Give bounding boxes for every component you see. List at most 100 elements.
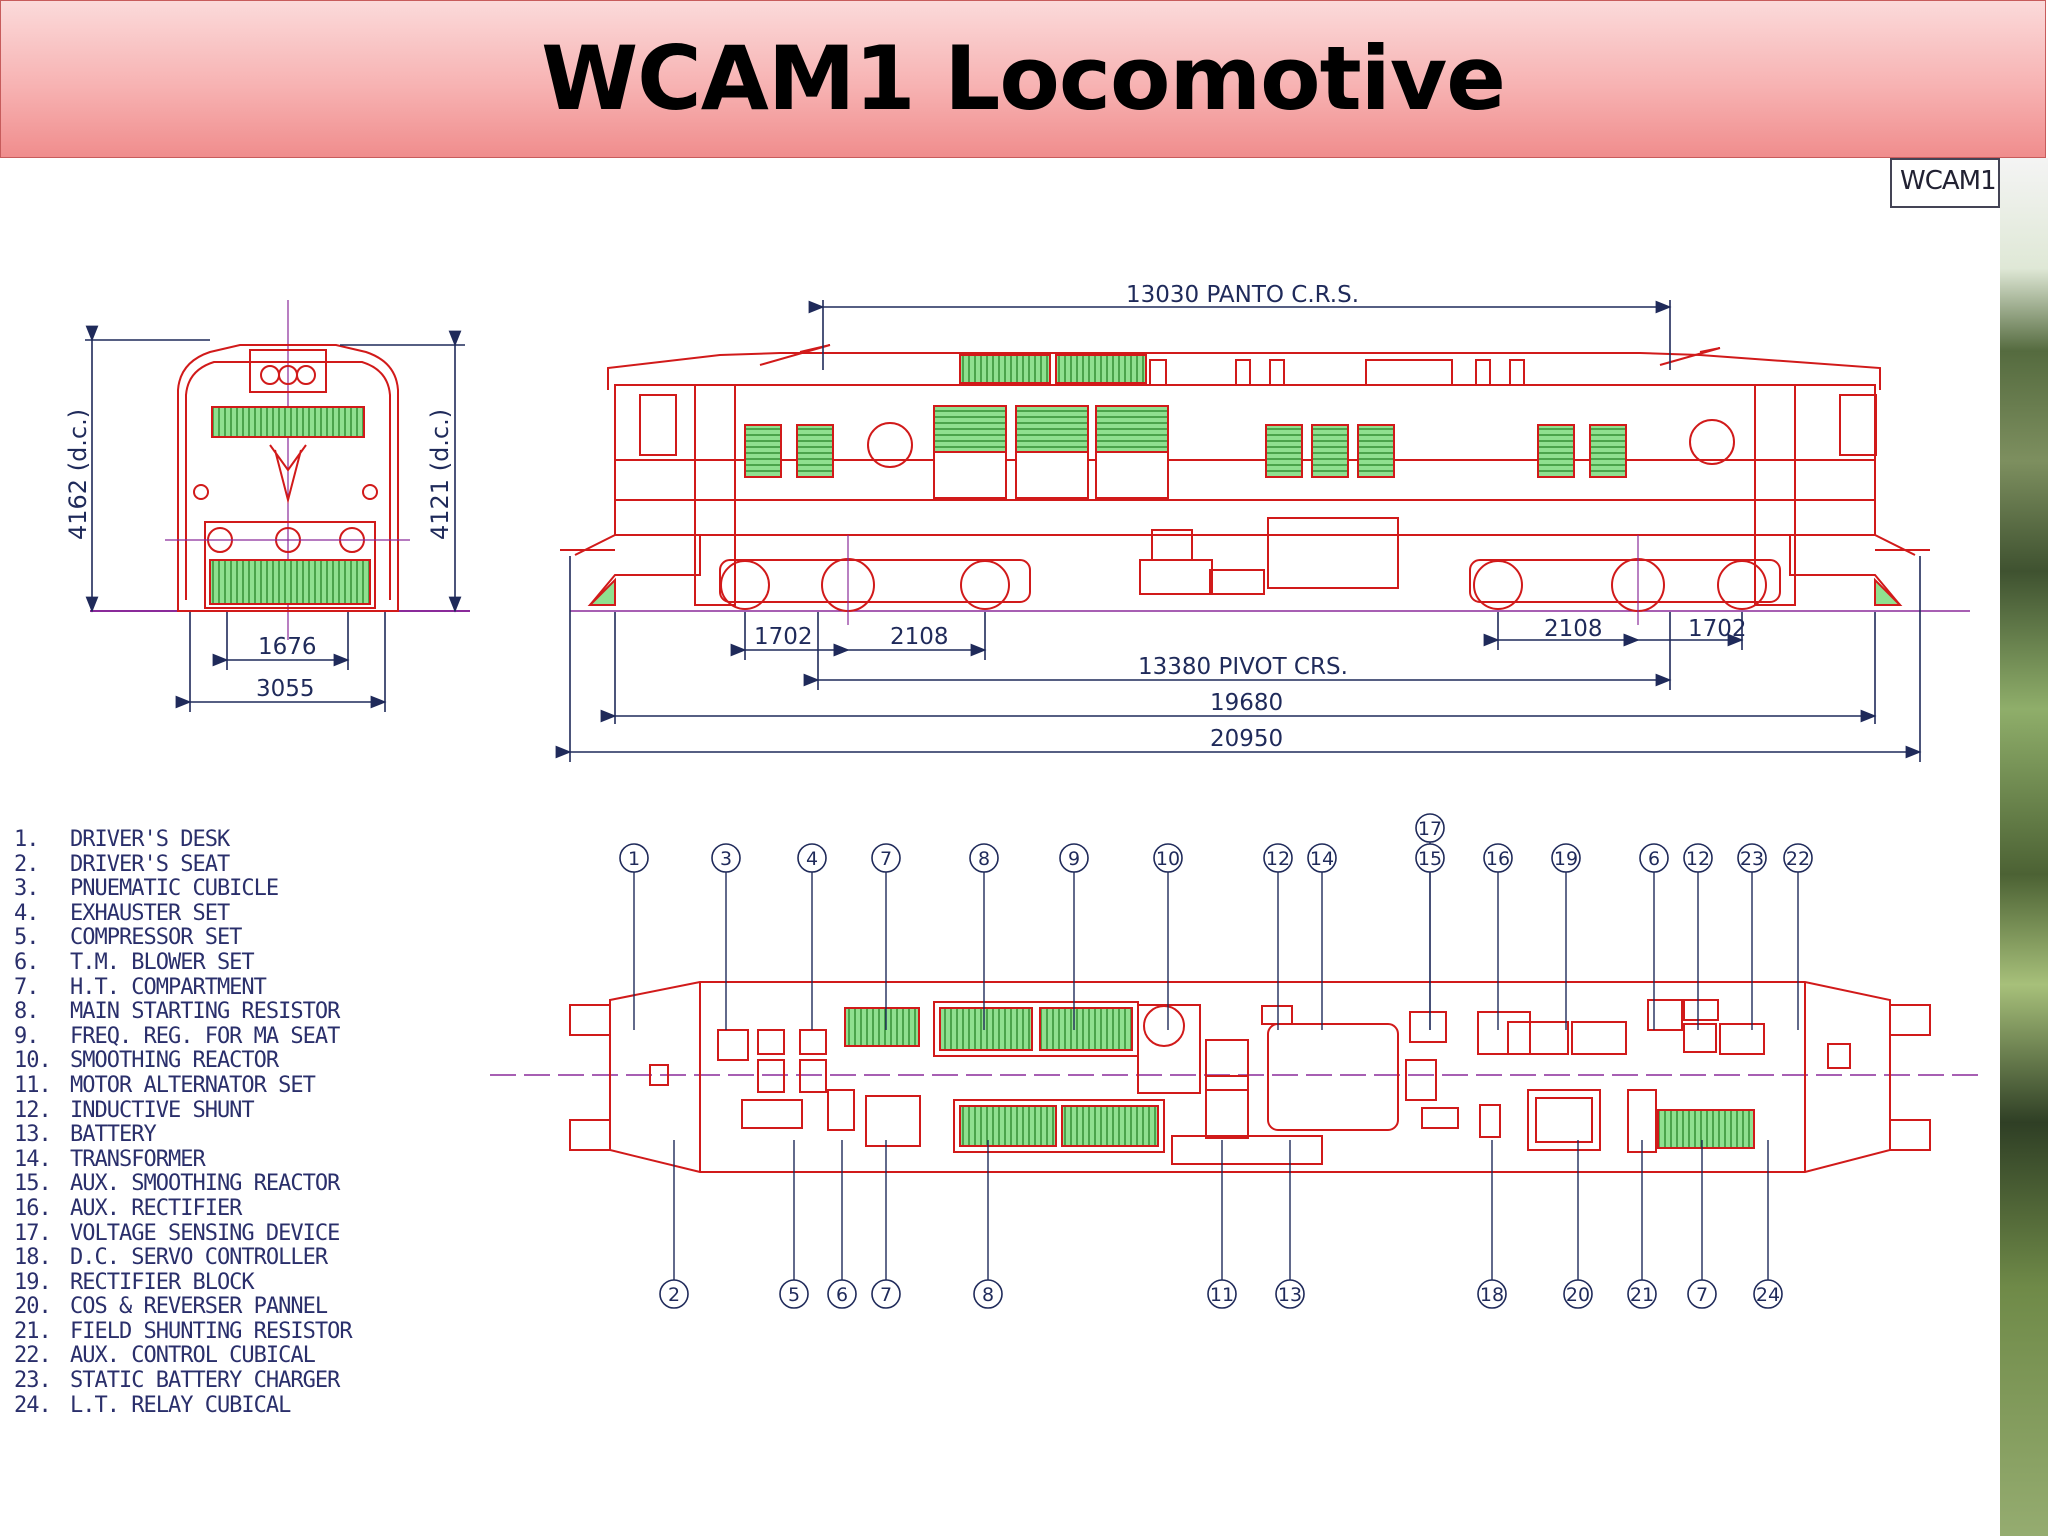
legend-item-label: COMPRESSOR SET xyxy=(70,925,242,951)
callout-circle xyxy=(1477,1279,1507,1309)
callout-circle xyxy=(1683,843,1713,873)
front-height-right-label: 4121 (d.c.) xyxy=(426,409,454,540)
callout-circle xyxy=(871,843,901,873)
legend-item-number: 23. xyxy=(14,1368,52,1394)
callout-number: 4 xyxy=(806,848,818,870)
pivot-centres-label: 13380 PIVOT CRS. xyxy=(1138,654,1348,680)
callout-number: 7 xyxy=(1696,1284,1708,1306)
callout-circle xyxy=(969,843,999,873)
legend-item-number: 15. xyxy=(14,1171,52,1197)
callout-circle xyxy=(711,843,741,873)
legend-item-number: 11. xyxy=(14,1072,52,1098)
legend-item-label: D.C. SERVO CONTROLLER xyxy=(70,1245,328,1271)
callout-circle xyxy=(797,843,827,873)
callout-number: 11 xyxy=(1210,1284,1234,1306)
callout-number: 21 xyxy=(1630,1284,1654,1306)
legend-item-label: COS & REVERSER PANNEL xyxy=(70,1294,328,1320)
legend-item-label: MAIN STARTING RESISTOR xyxy=(70,999,340,1025)
axle-1702-left-label: 1702 xyxy=(754,624,813,650)
legend-item-label: RECTIFIER BLOCK xyxy=(70,1269,255,1295)
legend-item-label: L.T. RELAY CUBICAL xyxy=(70,1392,291,1418)
callout-number: 3 xyxy=(720,848,732,870)
legend-item: 16.AUX. RECTIFIER xyxy=(14,1195,352,1222)
legend-item: 15. AUX. SMOOTHING REACTOR xyxy=(14,1172,352,1197)
callout-number: 16 xyxy=(1486,848,1510,870)
callout-circle xyxy=(1639,843,1669,873)
callout-number: 17 xyxy=(1418,818,1442,840)
corner-label: WCAM1 xyxy=(1890,158,2000,208)
legend-item-label: AUX. SMOOTHING REACTOR xyxy=(70,1171,340,1197)
callout-circle xyxy=(1627,1279,1657,1309)
legend-item-label: FIELD SHUNTING RESISTOR xyxy=(70,1318,353,1344)
front-height-left-label: 4162 (d.c.) xyxy=(64,409,92,540)
plan-view xyxy=(490,981,1985,1173)
legend-item-number: 24. xyxy=(14,1392,52,1418)
legend-item-number: 19. xyxy=(14,1269,52,1295)
legend-item-number: 18. xyxy=(14,1245,52,1271)
callout-circle xyxy=(1307,843,1337,873)
legend-item-number: 9. xyxy=(14,1023,40,1049)
legend-item: 11. MOTOR ALTERNATOR SET xyxy=(14,1072,352,1099)
callout-number: 9 xyxy=(1068,848,1080,870)
legend-item-number: 12. xyxy=(14,1097,52,1123)
front-dimensions xyxy=(85,325,465,712)
axle-2108-left-label: 2108 xyxy=(890,624,949,650)
locomotive-drawing: 4162 (d.c.) 4121 (d.c.) 1676 3055 xyxy=(64,282,1985,1309)
legend-item-number: 8. xyxy=(14,999,40,1025)
background-photo-edge xyxy=(2000,158,2048,1536)
callout-circle xyxy=(1415,813,1445,843)
callout-number: 8 xyxy=(978,848,990,870)
callout-number: 6 xyxy=(836,1284,848,1306)
legend-item: 3.PNUEMATIC CUBICLE xyxy=(14,877,352,902)
legend-item-number: 17. xyxy=(14,1220,52,1246)
legend-item: 5.COMPRESSOR SET xyxy=(14,926,352,951)
legend-item: 4. EXHAUSTER SET xyxy=(14,900,352,927)
callout-number: 12 xyxy=(1686,848,1710,870)
callout-number: 15 xyxy=(1418,848,1442,870)
front-view xyxy=(90,300,470,640)
callout-number: 7 xyxy=(880,848,892,870)
legend-item: 12.INDUCTIVE SHUNT xyxy=(14,1097,352,1124)
legend-item: 1. DRIVER'S DESK xyxy=(14,827,352,853)
legend-item-label: AUX. RECTIFIER xyxy=(70,1195,242,1221)
callout-circle xyxy=(1207,1279,1237,1309)
callout-number: 20 xyxy=(1566,1284,1590,1306)
legend-item-label: DRIVER'S SEAT xyxy=(70,851,230,877)
callout-number: 7 xyxy=(880,1284,892,1306)
legend-item: 2. DRIVER'S SEAT xyxy=(14,851,352,878)
legend-item: 6.T.M. BLOWER SET xyxy=(14,949,352,976)
legend-item-label: VOLTAGE SENSING DEVICE xyxy=(70,1220,340,1246)
legend-item: 7.H.T. COMPARTMENT xyxy=(14,975,352,1001)
legend-item-number: 4. xyxy=(14,900,40,926)
callout-circle xyxy=(1059,843,1089,873)
legend-item-number: 20. xyxy=(14,1294,52,1320)
overall-length-label: 20950 xyxy=(1210,726,1283,752)
legend-item-label: STATIC BATTERY CHARGER xyxy=(70,1368,340,1394)
legend-item: 21. FIELD SHUNTING RESISTOR xyxy=(14,1318,353,1345)
legend-item-label: EXHAUSTER SET xyxy=(70,900,230,926)
callout-number: 6 xyxy=(1648,848,1660,870)
legend-item-label: SMOOTHING REACTOR xyxy=(70,1048,279,1074)
legend-item: 20. COS & REVERSER PANNEL xyxy=(14,1295,352,1320)
legend-item-number: 1. xyxy=(14,827,40,852)
legend-item: 18. D.C. SERVO CONTROLLER xyxy=(14,1245,352,1271)
legend-item: 22.AUX. CONTROL CUBICAL xyxy=(14,1344,352,1369)
legend-item-label: MOTOR ALTERNATOR SET xyxy=(70,1072,316,1098)
legend-item-label: DRIVER'S DESK xyxy=(70,827,230,852)
callout-circle xyxy=(619,843,649,873)
legend-item-number: 6. xyxy=(14,949,40,975)
legend-item-number: 21. xyxy=(14,1318,52,1344)
legend-item: 8. MAIN STARTING RESISTOR xyxy=(14,1000,352,1025)
callout-number: 23 xyxy=(1740,848,1764,870)
legend-item: 17. VOLTAGE SENSING DEVICE xyxy=(14,1220,352,1247)
legend-item-number: 14. xyxy=(14,1146,52,1172)
legend-item-label: FREQ. REG. FOR MA SEAT xyxy=(70,1023,340,1049)
title-bar: WCAM1 Locomotive xyxy=(0,0,2046,158)
legend-item-label: AUX. CONTROL CUBICAL xyxy=(70,1343,316,1369)
callout-number: 22 xyxy=(1786,848,1810,870)
legend-item-number: 3. xyxy=(14,876,40,902)
callout-number: 24 xyxy=(1756,1284,1780,1306)
legend-item-number: 2. xyxy=(14,851,40,877)
callout-circle xyxy=(1551,843,1581,873)
